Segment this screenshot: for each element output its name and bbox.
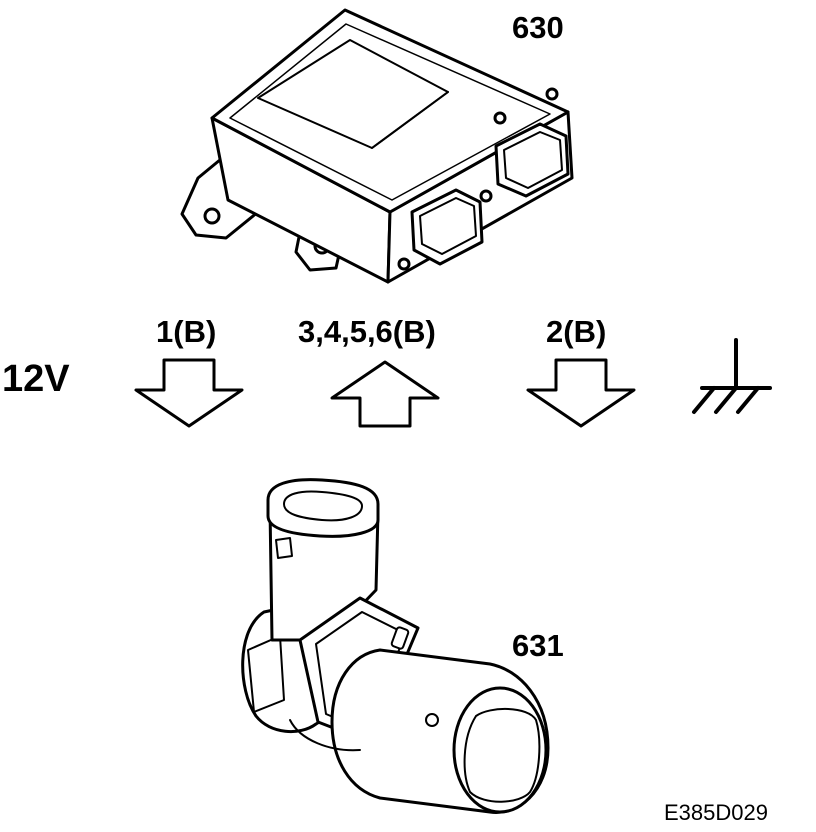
arrow-down-1 — [134, 358, 244, 428]
arrow-up-2 — [330, 360, 440, 428]
arrow-3-label: 2(B) — [546, 314, 607, 349]
supply-voltage-label: 12V — [2, 358, 70, 400]
sensor-631 — [241, 478, 550, 814]
control-module-630 — [180, 8, 574, 284]
figure-code: E385D029 — [664, 800, 768, 825]
arrow-down-3 — [526, 358, 636, 428]
arrow-1-label: 1(B) — [156, 314, 217, 349]
control-module-number: 630 — [512, 10, 564, 45]
ground-icon — [692, 338, 772, 414]
sensor-number: 631 — [512, 628, 564, 663]
arrow-2-label: 3,4,5,6(B) — [298, 314, 436, 349]
